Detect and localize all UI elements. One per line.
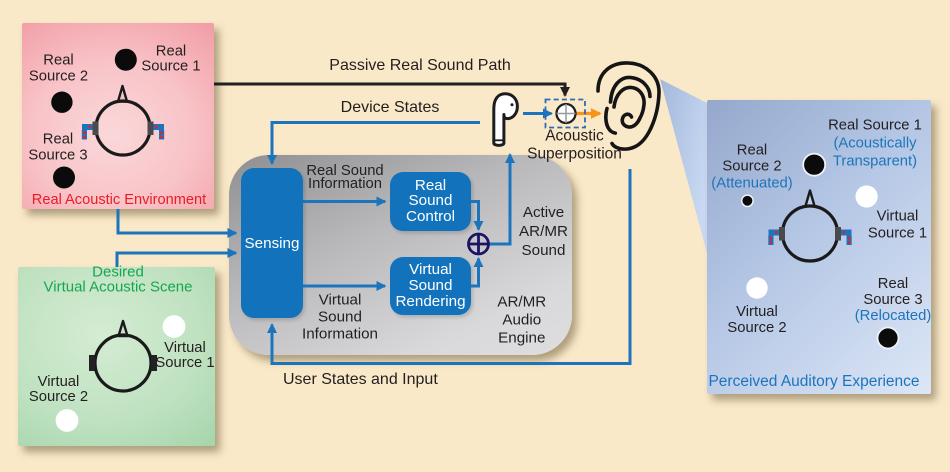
label-user-states-and-input: User States and Input (283, 371, 438, 388)
rsc-line1: Real (414, 176, 447, 194)
callout-wedge (660, 79, 707, 253)
label-passive-real-sound-path: Passive Real Sound Path (329, 57, 511, 74)
label-acoustic-superposition: Acoustic Superposition (527, 127, 622, 163)
rsc-line2: Sound (408, 192, 453, 210)
real-source3-label: Real Source 3 (28, 131, 88, 163)
acoustic-superposition-node (544, 98, 586, 129)
arrow-real-env-to-sensing (116, 209, 238, 239)
arrow-passive-real-sound-path (214, 82, 571, 98)
vsr-line3: Rendering (395, 292, 466, 310)
perceived-real3-label: Real Source 3 (Relocated) (854, 276, 932, 324)
real-sound-control-block: Real Sound Control (390, 172, 471, 231)
real-source2-label: Real Source 2 (28, 52, 89, 84)
virtual-source2-label: Virtual Source 2 (28, 374, 89, 405)
superposition-dashed-box (544, 98, 586, 129)
perceived-real1-label: Real Source 1 (Acoustically Transparent) (828, 117, 922, 169)
rsc-line3: Control (406, 208, 455, 226)
real-environment-title: Real Acoustic Environment (31, 192, 207, 208)
vsr-line1: Virtual (409, 261, 452, 279)
virtual-sound-rendering-block: Virtual Sound Rendering (390, 256, 471, 315)
label-real-sound-information: Real Sound Information (306, 162, 384, 193)
virtual-source1-label: Virtual Source 1 (155, 339, 215, 371)
label-virtual-sound-information: Virtual Sound Information (302, 291, 378, 343)
superposition-adder-icon (555, 102, 577, 125)
label-active-armr-sound: Active AR/MR Sound (519, 204, 568, 259)
vsr-line2: Sound (408, 276, 453, 294)
perceived-title: Perceived Auditory Experience (708, 372, 920, 390)
virtual-scene-title: Desired Virtual Acoustic Scene (43, 263, 193, 295)
sensing-label: Sensing (244, 234, 300, 252)
sensing-block: Sensing (241, 168, 303, 318)
perceived-virtual1-label: Virtual Source 1 (867, 208, 928, 242)
superposition-adder-cross (556, 104, 576, 123)
label-device-states: Device States (340, 98, 440, 116)
perceived-real2-label: Real Source 2 (Attenuated) (711, 142, 793, 192)
perceived-virtual2-label: Virtual Source 2 (727, 304, 787, 336)
label-armr-audio-engine: AR/MR Audio Engine (497, 293, 547, 346)
earbud-icon (492, 92, 519, 147)
real-source1-label: Real Source 1 (141, 43, 201, 75)
